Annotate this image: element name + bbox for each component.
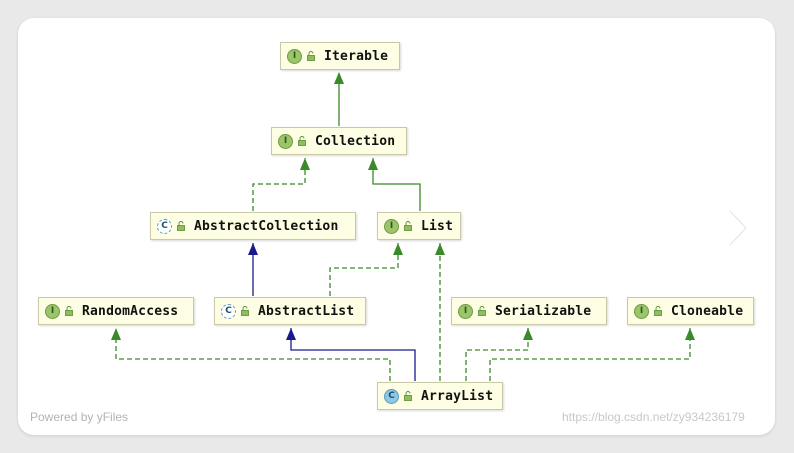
interface-icon: I	[45, 303, 60, 319]
interface-icon: I	[287, 48, 302, 64]
powered-by-label: Powered by yFiles	[30, 410, 129, 424]
edge-abstractcollection-collection	[252, 158, 306, 211]
node-cloneable[interactable]: I Cloneable	[627, 297, 754, 325]
edge-arraylist-cloneable	[489, 328, 691, 381]
node-label: Cloneable	[671, 303, 744, 319]
unlock-icon	[478, 306, 486, 316]
interface-icon: I	[634, 303, 649, 319]
unlock-icon	[241, 306, 249, 316]
node-serializable[interactable]: I Serializable	[451, 297, 607, 325]
node-label: List	[421, 218, 454, 234]
arrowhead	[393, 243, 403, 255]
node-label: AbstractList	[258, 303, 355, 319]
unlock-icon	[404, 221, 412, 231]
edge-abstractlist-list	[329, 243, 399, 296]
edge-arraylist-serializable	[465, 328, 529, 381]
node-arraylist[interactable]: C ArrayList	[377, 382, 503, 410]
class-icon: C	[384, 388, 399, 404]
node-collection[interactable]: I Collection	[271, 127, 407, 155]
interface-icon: I	[458, 303, 473, 319]
node-label: ArrayList	[421, 388, 494, 404]
node-label: Serializable	[495, 303, 592, 319]
unlock-icon	[307, 51, 315, 61]
node-randomaccess[interactable]: I RandomAccess	[38, 297, 194, 325]
interface-icon: I	[278, 133, 293, 149]
arrowhead	[248, 243, 258, 255]
arrowhead	[300, 158, 310, 170]
arrowhead	[111, 328, 121, 340]
abstract-class-icon: C	[157, 218, 172, 234]
interface-icon: I	[384, 218, 399, 234]
arrowhead	[435, 243, 445, 255]
node-list[interactable]: I List	[377, 212, 461, 240]
unlock-icon	[654, 306, 662, 316]
unlock-icon	[298, 136, 306, 146]
abstract-class-icon: C	[221, 303, 236, 319]
node-label: RandomAccess	[82, 303, 179, 319]
arrowhead	[368, 158, 378, 170]
arrowhead	[685, 328, 695, 340]
unlock-icon	[65, 306, 73, 316]
arrowhead	[334, 72, 344, 84]
node-label: Iterable	[324, 48, 389, 64]
node-label: AbstractCollection	[194, 218, 339, 234]
node-label: Collection	[315, 133, 396, 149]
node-abstractcollection[interactable]: C AbstractCollection	[150, 212, 356, 240]
edge-arraylist-abstractlist	[290, 328, 416, 381]
node-iterable[interactable]: I Iterable	[280, 42, 400, 70]
edge-arraylist-randomaccess	[115, 328, 391, 381]
node-abstractlist[interactable]: C AbstractList	[214, 297, 366, 325]
edge-list-collection	[372, 158, 421, 211]
unlock-icon	[177, 221, 185, 231]
unlock-icon	[404, 391, 412, 401]
chevron-right-icon[interactable]	[726, 208, 750, 248]
arrowhead	[286, 328, 296, 340]
arrowhead	[523, 328, 533, 340]
watermark: https://blog.csdn.net/zy934236179	[562, 410, 745, 424]
